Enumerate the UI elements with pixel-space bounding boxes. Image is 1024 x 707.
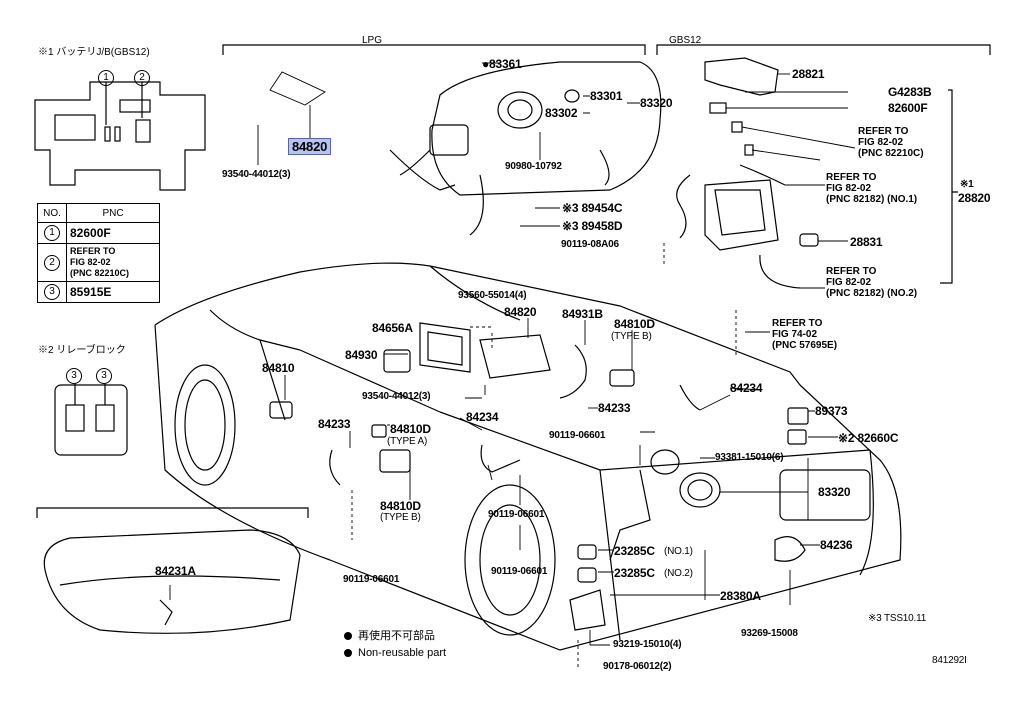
row-pnc[interactable]: REFER TO FIG 82-02 (PNC 82210C) [66,243,160,282]
part-84810D-b1-type: (TYPE B) [611,331,652,342]
part-84656A[interactable]: 84656A [372,321,413,335]
legend-en: Non-reusable part [344,648,446,659]
part-83320-bottom[interactable]: 83320 [818,485,851,499]
part-93269[interactable]: 93269-15008 [741,628,798,639]
refer-57695E[interactable]: REFER TO FIG 74-02 (PNC 57695E) [772,318,838,351]
part-84820-mid[interactable]: 84820 [504,305,537,319]
figure-code: 841292I [932,655,967,666]
part-84810D-b2[interactable]: 84810D [380,499,421,513]
part-84234-right[interactable]: 84234 [730,381,763,395]
part-28831[interactable]: 28831 [850,235,883,249]
part-93219[interactable]: 93219-15010(4) [613,639,682,650]
part-28380A[interactable]: 28380A [720,589,761,603]
row-no: 2 [44,254,60,271]
part-90119-06601-b[interactable]: 90119-06601 [488,509,545,520]
part-28820-mark: ※1 [960,179,974,190]
28820-bracket [940,89,958,284]
legend-en-text: Non-reusable part [358,647,447,659]
part-28821[interactable]: 28821 [792,67,825,81]
table-row: 3 85915E [37,281,160,303]
part-G4283B[interactable]: G4283B [888,85,932,99]
part-90178[interactable]: 90178-06012(2) [603,661,672,672]
col-pnc: PNC [66,203,160,223]
table-row: 1 82600F [37,222,160,244]
part-82660C[interactable]: ※2 82660C [838,431,899,445]
lpg-tank-drawing [389,61,662,236]
part-84233-right[interactable]: 84233 [598,401,631,415]
part-84810D-a[interactable]: 84810D [390,422,431,436]
tss-note: ※3 TSS10.11 [868,613,927,624]
part-90980[interactable]: 90980-10792 [505,161,562,172]
relay-block-drawing [54,384,128,456]
callout-3a-circle: 3 [66,368,82,384]
part-93381[interactable]: 93381-15010(6) [715,452,784,463]
part-84236[interactable]: 84236 [820,538,853,552]
part-90119-06601-d[interactable]: 90119-06601 [343,574,400,585]
part-84930[interactable]: 84930 [345,348,378,362]
part-83320-top[interactable]: 83320 [640,96,673,110]
leader-lines [169,62,856,668]
part-84820-highlighted[interactable]: 84820 [288,138,332,155]
part-83302[interactable]: 83302 [545,106,578,120]
part-84231A[interactable]: 84231A [155,564,196,578]
part-23285C-2-no: (NO.2) [664,568,693,579]
gbs12-bracket [656,44,991,55]
part-83361[interactable]: ●83361 [482,57,522,71]
part-84810D-a-type: (TYPE A) [387,436,428,447]
part-83301[interactable]: 83301 [590,89,623,103]
part-84931B[interactable]: 84931B [562,307,603,321]
part-84810-left[interactable]: 84810 [262,361,295,375]
legend-jp: 再使用不可部品 [344,631,435,642]
bullet-icon [344,649,352,658]
row-no: 1 [44,225,60,241]
car-body-drawing [154,262,902,651]
pnc-table-header: NO. PNC [37,203,160,223]
part-90119-08A06[interactable]: 90119-08A06 [561,239,619,250]
part-84233-left[interactable]: 84233 [318,417,351,431]
lpg-bracket [222,44,646,55]
battery-jb-drawing [34,81,206,191]
gbs12-drawing [676,57,819,289]
row-pnc[interactable]: 82600F [66,222,160,244]
part-84810D-b1[interactable]: 84810D [614,317,655,331]
battery-jb-title: ※1 バッテリJ/B(GBS12) [38,47,150,58]
callout-2-circle: 2 [134,70,150,86]
refer-82182-no2[interactable]: REFER TO FIG 82-02 (PNC 82182) (NO.2) [826,266,918,299]
part-23285C-1-no: (NO.1) [664,546,693,557]
interior-parts-drawing [269,322,809,631]
part-93560[interactable]: 93560-55014(4) [458,290,527,301]
col-no: NO. [37,203,67,223]
refer-82182-no1[interactable]: REFER TO FIG 82-02 (PNC 82182) (NO.1) [826,172,918,205]
lpg-section-label: LPG [362,35,383,46]
refer-82210C[interactable]: REFER TO FIG 82-02 (PNC 82210C) [858,126,924,159]
callout-1-circle: 1 [98,70,114,86]
seat-bracket [36,507,309,518]
gbs12-section-label: GBS12 [669,35,702,46]
row-pnc[interactable]: 85915E [66,281,160,303]
part-90119-06601-c[interactable]: 90119-06601 [491,566,548,577]
part-23285C-2[interactable]: 23285C [614,566,655,580]
table-row: 2 REFER TO FIG 82-02 (PNC 82210C) [37,243,160,282]
callout-3b-circle: 3 [96,368,112,384]
part-90119-06601-a[interactable]: 90119-06601 [549,430,606,441]
part-84234-mid[interactable]: 84234 [466,410,499,424]
row-no: 3 [44,284,60,300]
part-23285C-1[interactable]: 23285C [614,544,655,558]
part-89458D[interactable]: ※3 89458D [562,219,623,233]
part-89454C[interactable]: ※3 89454C [562,201,623,215]
part-93540-mid[interactable]: 93540-44012(3) [362,391,431,402]
part-82600F[interactable]: 82600F [888,101,928,115]
legend-jp-text: 再使用不可部品 [358,630,435,642]
bullet-icon [344,632,352,641]
part-93540-top[interactable]: 93540-44012(3) [222,169,291,180]
part-84810D-b2-type: (TYPE B) [380,512,421,523]
relay-block-title: ※2 リレーブロック [38,345,126,356]
part-89373[interactable]: 89373 [815,404,848,418]
pnc-table: NO. PNC 1 82600F 2 REFER TO FIG 82-02 (P… [37,203,160,303]
seat-drawing [43,529,301,634]
part-28820[interactable]: 28820 [958,191,991,205]
